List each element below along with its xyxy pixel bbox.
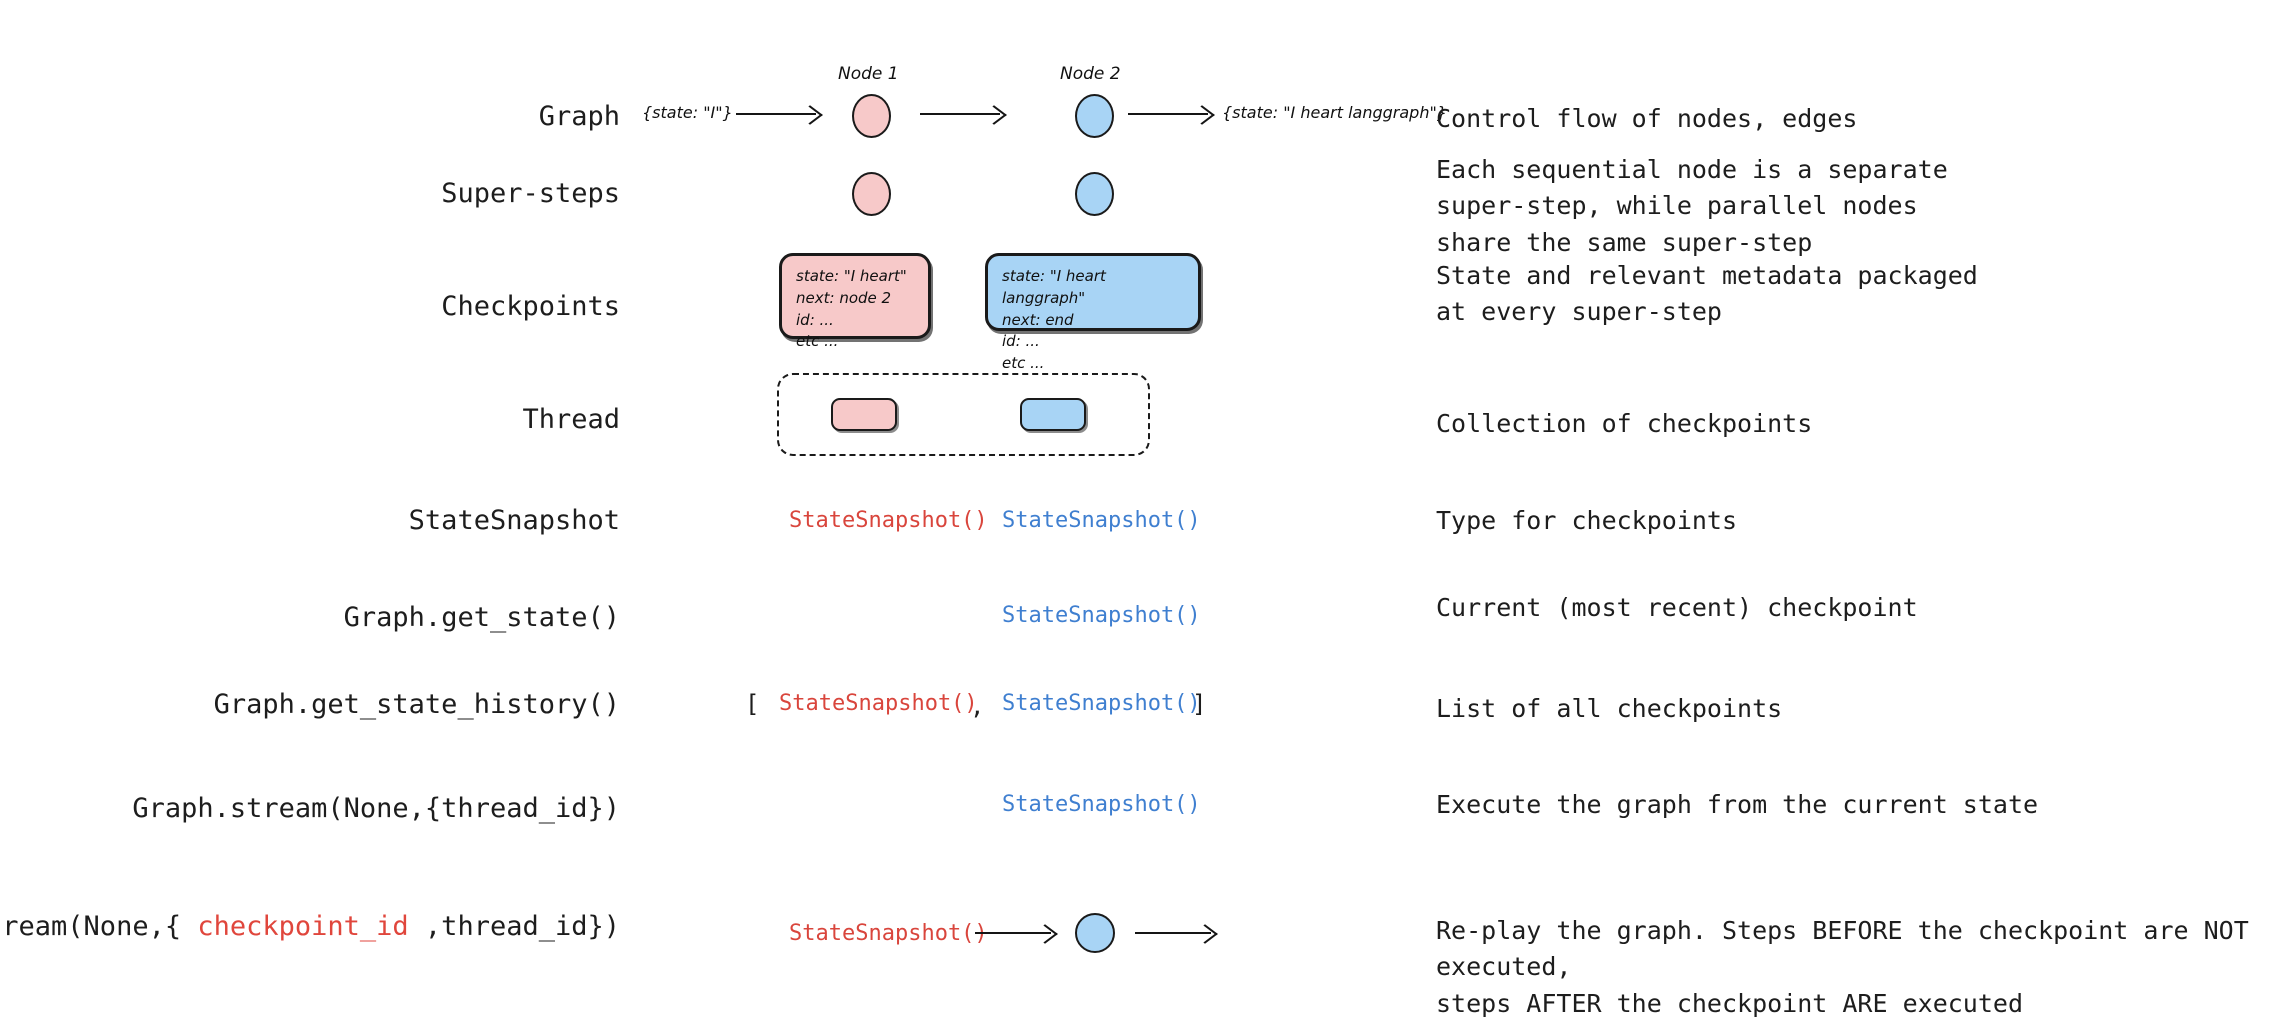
stream-prefix: Graph.stream(None,{: [0, 911, 182, 942]
replay-arrow-1: [975, 932, 1051, 934]
statesnapshot-type-red: StateSnapshot(): [789, 508, 988, 533]
desc-stream-thread: Execute the graph from the current state: [1436, 790, 2039, 819]
history-close-bracket: ]: [1192, 690, 1207, 718]
desc-stream-checkpoint: Re-play the graph. Steps BEFORE the chec…: [1436, 916, 2249, 1018]
replay-start-snapshot: StateSnapshot(): [789, 921, 988, 946]
node2-label: Node 2: [1060, 64, 1121, 84]
node1-circle: [852, 94, 891, 138]
edge-arrow-3: [1128, 113, 1208, 115]
history-snapshot-blue: StateSnapshot(): [1002, 691, 1201, 716]
thread-checkpoint-2: [1020, 398, 1086, 431]
row-label-stream-thread: Graph.stream(None,{thread_id}): [132, 793, 620, 824]
checkpoint-box-2: state: "I heart langgraph" next: end id:…: [985, 253, 1201, 372]
row-label-stream-checkpoint: Graph.stream(None,{ checkpoint_id ,threa…: [0, 910, 620, 944]
superstep-node2-circle: [1075, 172, 1114, 216]
desc-get-state-history: List of all checkpoints: [1436, 694, 1783, 723]
output-state-label: {state: "I heart langgraph"}: [1222, 103, 1447, 122]
history-snapshot-red: StateSnapshot(): [779, 691, 978, 716]
stream-suffix: ,thread_id}): [408, 911, 620, 942]
input-state-label: {state: "I"}: [642, 103, 733, 122]
history-comma: ,: [970, 692, 985, 720]
checkpoint-box-1: state: "I heart" next: node 2 id: ... et…: [779, 253, 931, 350]
edge-arrow-1: [736, 113, 816, 115]
desc-super-steps: Each sequential node is a separate super…: [1436, 155, 1948, 257]
checkpoint-id-token: checkpoint_id: [197, 911, 409, 942]
row-label-get-state-history: Graph.get_state_history(): [213, 689, 620, 720]
desc-checkpoints: State and relevant metadata packaged at …: [1436, 261, 1978, 327]
row-label-checkpoints: Checkpoints: [441, 291, 620, 322]
replay-node-circle: [1075, 913, 1115, 953]
edge-arrow-2: [920, 113, 1000, 115]
get-state-result-snapshot: StateSnapshot(): [1002, 603, 1201, 628]
stream-result-snapshot: StateSnapshot(): [1002, 792, 1201, 817]
desc-statesnapshot: Type for checkpoints: [1436, 506, 1738, 535]
superstep-node1-circle: [852, 172, 891, 216]
thread-container: [777, 373, 1150, 456]
desc-thread: Collection of checkpoints: [1436, 409, 1813, 438]
row-label-super-steps: Super-steps: [441, 178, 620, 209]
row-label-get-state: Graph.get_state(): [343, 602, 620, 633]
replay-arrow-2: [1135, 932, 1211, 934]
desc-graph: Control flow of nodes, edges: [1436, 104, 1858, 133]
node1-label: Node 1: [838, 64, 899, 84]
node2-circle: [1075, 94, 1114, 138]
row-label-thread: Thread: [522, 404, 620, 435]
history-open-bracket: [: [745, 690, 760, 718]
thread-checkpoint-1: [831, 398, 897, 431]
desc-get-state: Current (most recent) checkpoint: [1436, 593, 1918, 622]
row-label-graph: Graph: [538, 101, 620, 132]
statesnapshot-type-blue: StateSnapshot(): [1002, 508, 1201, 533]
row-label-statesnapshot: StateSnapshot: [408, 505, 620, 536]
